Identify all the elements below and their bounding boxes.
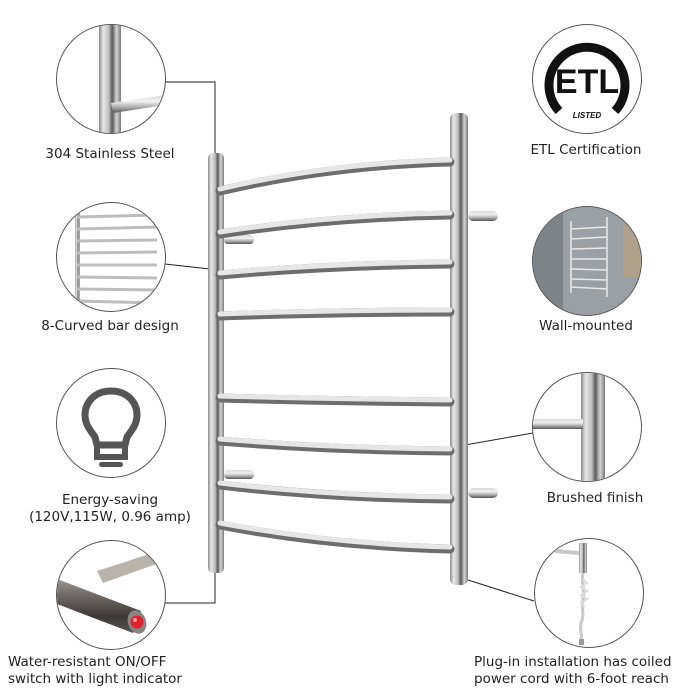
energy-saving-circle [56,368,166,478]
switch-caption-line1: Water-resistant ON/OFF [8,654,167,670]
switch-closeup [56,540,166,650]
svg-text:LISTED: LISTED [573,111,602,120]
stainless-steel-caption: 304 Stainless Steel [45,146,175,162]
lightbulb-icon [81,387,141,467]
plug-in-caption: Plug-in installation has coiled power co… [474,654,694,688]
curved-bars-caption: 8-Curved bar design [41,318,179,334]
energy-saving-specs: (120V,115W, 0.96 amp) [29,509,191,525]
etl-logo-circle: ETL LISTED ® [532,24,642,134]
etl-caption: ETL Certification [530,142,642,158]
brushed-finish-closeup [532,372,642,482]
curved-bars-closeup [56,202,166,312]
plug-in-caption-line1: Plug-in installation has coiled [474,654,672,670]
svg-text:®: ® [615,59,621,67]
towel-rack-illustration [200,105,510,585]
svg-text:ETL: ETL [555,63,619,101]
switch-caption: Water-resistant ON/OFF switch with light… [8,654,218,688]
energy-saving-title: Energy-saving [61,492,159,508]
wall-mounted-caption: Wall-mounted [539,318,633,334]
power-light-indicator [130,615,144,629]
plug-in-caption-line2: power cord with 6-foot reach [474,671,669,687]
brushed-finish-caption: Brushed finish [546,490,644,506]
stainless-steel-closeup [56,24,166,134]
wall-mounted-photo [532,206,642,316]
coiled-cord-closeup [534,538,644,648]
switch-caption-line2: switch with light indicator [8,671,182,687]
etl-listed-logo: ETL LISTED ® [544,42,630,120]
energy-saving-caption: Energy-saving (120V,115W, 0.96 amp) [10,492,210,526]
